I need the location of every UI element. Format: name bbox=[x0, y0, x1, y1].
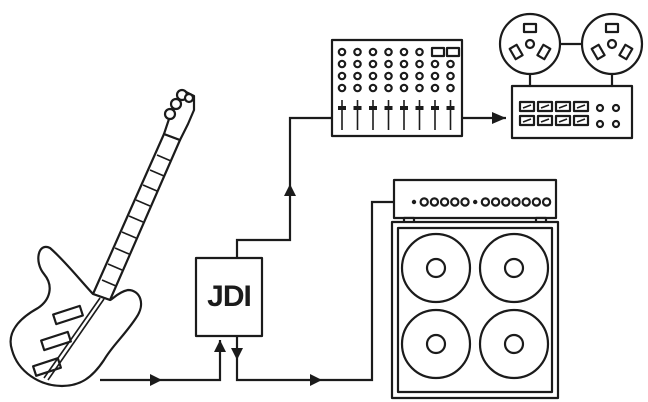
cables bbox=[100, 112, 506, 386]
arrow-jdi-thru bbox=[231, 348, 243, 360]
cable-jdi-to-mixer bbox=[235, 116, 332, 258]
direct-box-label: JDI bbox=[207, 280, 251, 313]
arrow-guitar-cable bbox=[150, 374, 162, 386]
bass-guitar-icon bbox=[9, 88, 196, 388]
arrow-mixer-to-tape bbox=[492, 112, 506, 124]
mixing-console-icon bbox=[330, 38, 464, 138]
arrow-jdi-input bbox=[214, 340, 226, 352]
arrow-jdi-to-mixer bbox=[284, 184, 296, 196]
speaker-cabinet-icon bbox=[390, 220, 560, 400]
cable-jdi-to-amp bbox=[235, 200, 410, 382]
bass-amp-head-icon bbox=[392, 178, 558, 225]
cable-guitar-to-jdi bbox=[100, 340, 222, 382]
direct-box: JDI bbox=[194, 256, 264, 338]
reel-to-reel-recorder-icon bbox=[498, 12, 644, 140]
arrow-amp-cable bbox=[310, 374, 322, 386]
